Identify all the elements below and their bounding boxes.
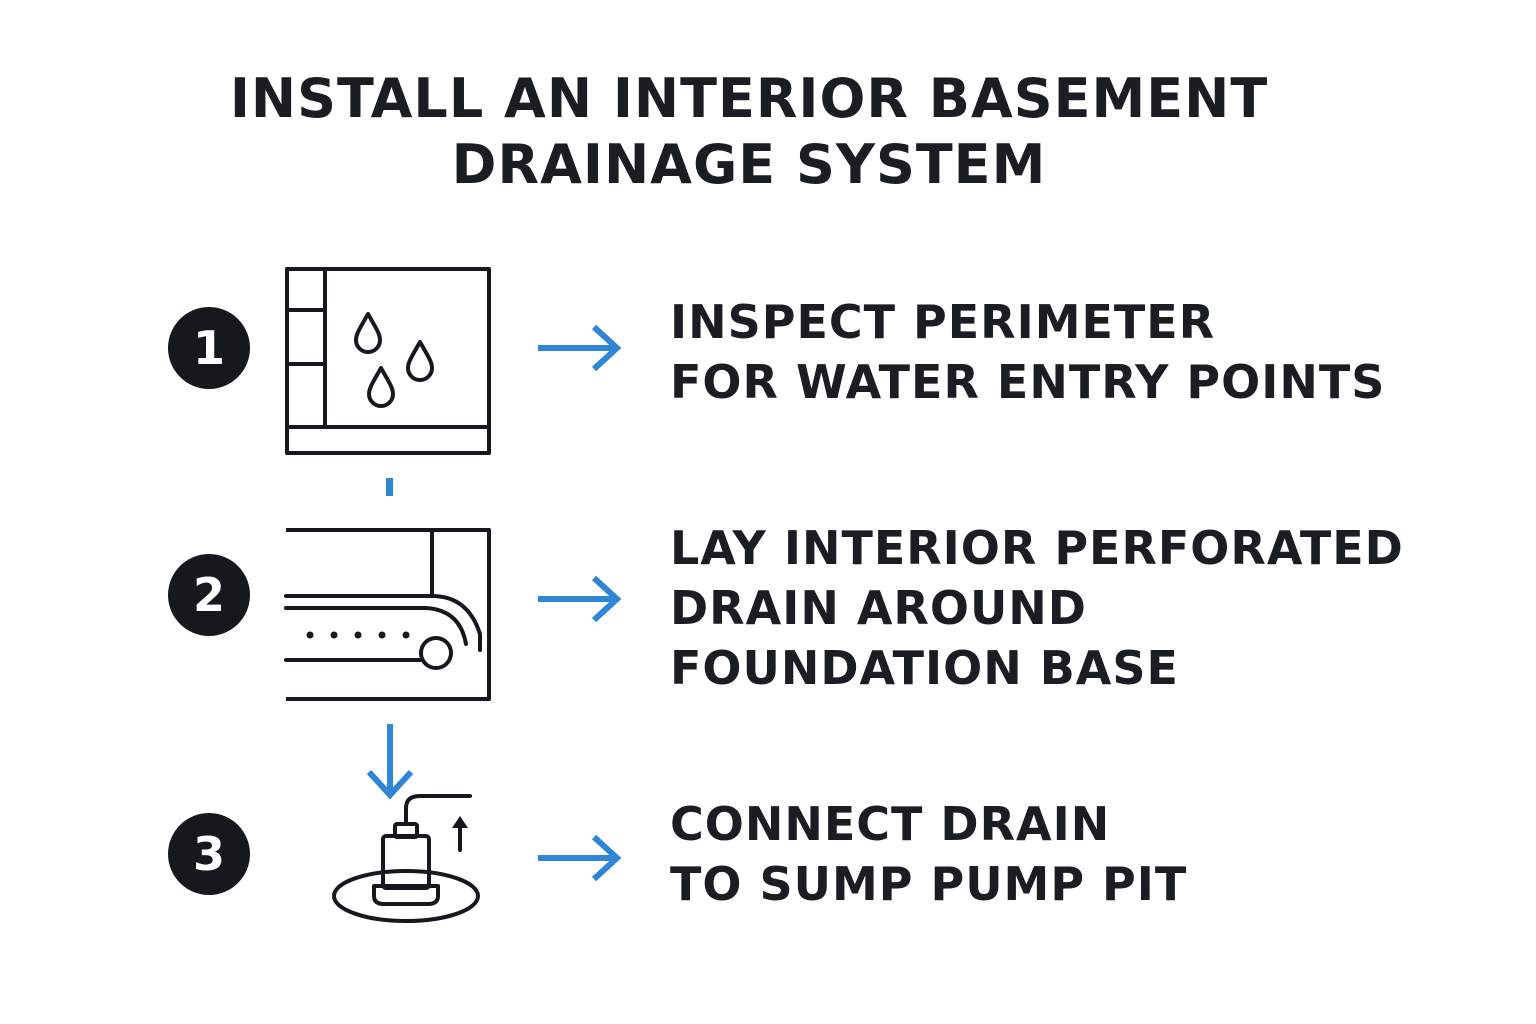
arrow-right-icon: [538, 834, 622, 882]
title-line-1: INSTALL AN INTERIOR BASEMENT: [229, 67, 1269, 130]
step-1-line-1: INSPECT PERIMETER: [670, 295, 1216, 349]
step-3-badge: 3: [168, 813, 250, 895]
step-2-badge: 2: [168, 554, 250, 636]
arrow-right-icon: [538, 575, 622, 623]
step-3-line-1: CONNECT DRAIN: [670, 797, 1111, 851]
step-2-line-3: FOUNDATION BASE: [670, 641, 1179, 695]
step-2-text: LAY INTERIOR PERFORATED DRAIN AROUND FOU…: [670, 518, 1404, 698]
step-3-text: CONNECT DRAIN TO SUMP PUMP PIT: [670, 794, 1187, 914]
step-1-badge: 1: [168, 307, 250, 389]
connector-dash: [386, 478, 393, 496]
arrow-down-icon: [366, 724, 414, 800]
step-2-line-1: LAY INTERIOR PERFORATED: [670, 521, 1404, 575]
step-3-line-2: TO SUMP PUMP PIT: [670, 857, 1188, 911]
sump-pump-pit-icon: [332, 794, 480, 923]
step-2-line-2: DRAIN AROUND: [670, 581, 1087, 635]
step-1-text: INSPECT PERIMETER FOR WATER ENTRY POINTS: [670, 292, 1385, 412]
basement-wall-water-drops-icon: [285, 267, 491, 455]
page-title: INSTALL AN INTERIOR BASEMENT DRAINAGE SY…: [0, 66, 1498, 198]
arrow-right-icon: [538, 324, 622, 372]
perforated-drain-pipe-icon: [284, 528, 491, 701]
step-1-line-2: FOR WATER ENTRY POINTS: [670, 355, 1386, 409]
title-line-2: DRAINAGE SYSTEM: [451, 133, 1047, 196]
